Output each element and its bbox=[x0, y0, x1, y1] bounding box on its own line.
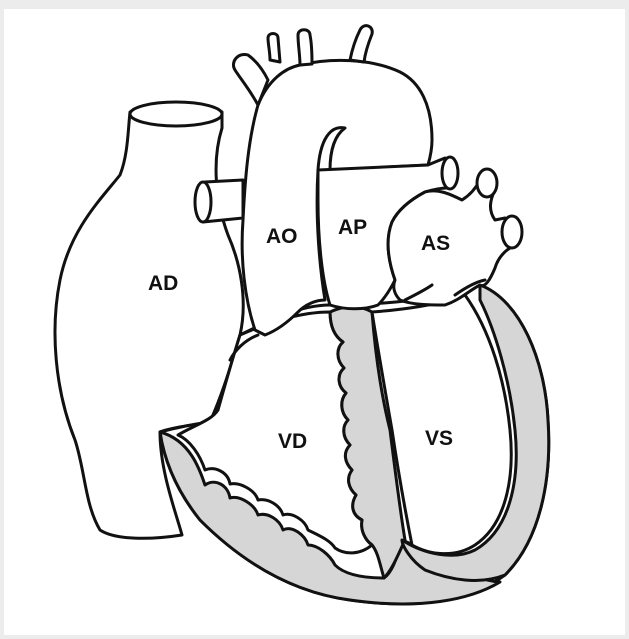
left-subclavian-artery bbox=[350, 26, 372, 62]
label-pulmonary-artery: AP bbox=[338, 216, 367, 239]
label-left-ventricle: VS bbox=[425, 427, 453, 450]
pulmonary-vein-opening-2 bbox=[502, 216, 522, 248]
left-carotid-artery bbox=[298, 30, 312, 65]
brachiocephalic-artery-2 bbox=[268, 34, 280, 63]
pulmonary-vein-opening-1 bbox=[477, 169, 497, 197]
label-left-atrium: AS bbox=[421, 232, 450, 255]
label-right-ventricle: VD bbox=[278, 430, 307, 453]
label-right-atrium: AD bbox=[148, 272, 178, 295]
right-pulmonary-opening bbox=[195, 182, 211, 222]
superior-vena-cava-opening bbox=[130, 102, 222, 126]
label-aorta: AO bbox=[266, 225, 298, 248]
pulmonary-branch-opening bbox=[442, 157, 458, 189]
